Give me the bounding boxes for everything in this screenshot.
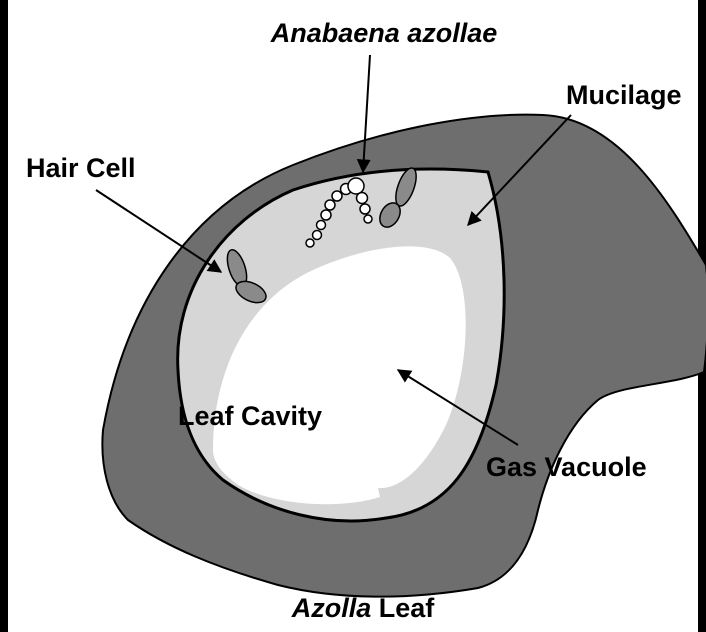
label-anabaena-azollae: Anabaena azollae xyxy=(270,18,498,48)
caption-genus: Azolla xyxy=(291,593,372,623)
caption-suffix: Leaf xyxy=(371,593,435,623)
label-leaf-cavity: Leaf Cavity xyxy=(178,401,322,431)
label-gas-vacuole: Gas Vacuole xyxy=(486,452,647,482)
caption: Azolla Leaf xyxy=(291,593,436,623)
label-hair-cell: Hair Cell xyxy=(26,153,136,183)
azolla-leaf-diagram: Anabaena azollae Mucilage Hair Cell Leaf… xyxy=(8,0,706,632)
label-mucilage: Mucilage xyxy=(566,80,682,110)
